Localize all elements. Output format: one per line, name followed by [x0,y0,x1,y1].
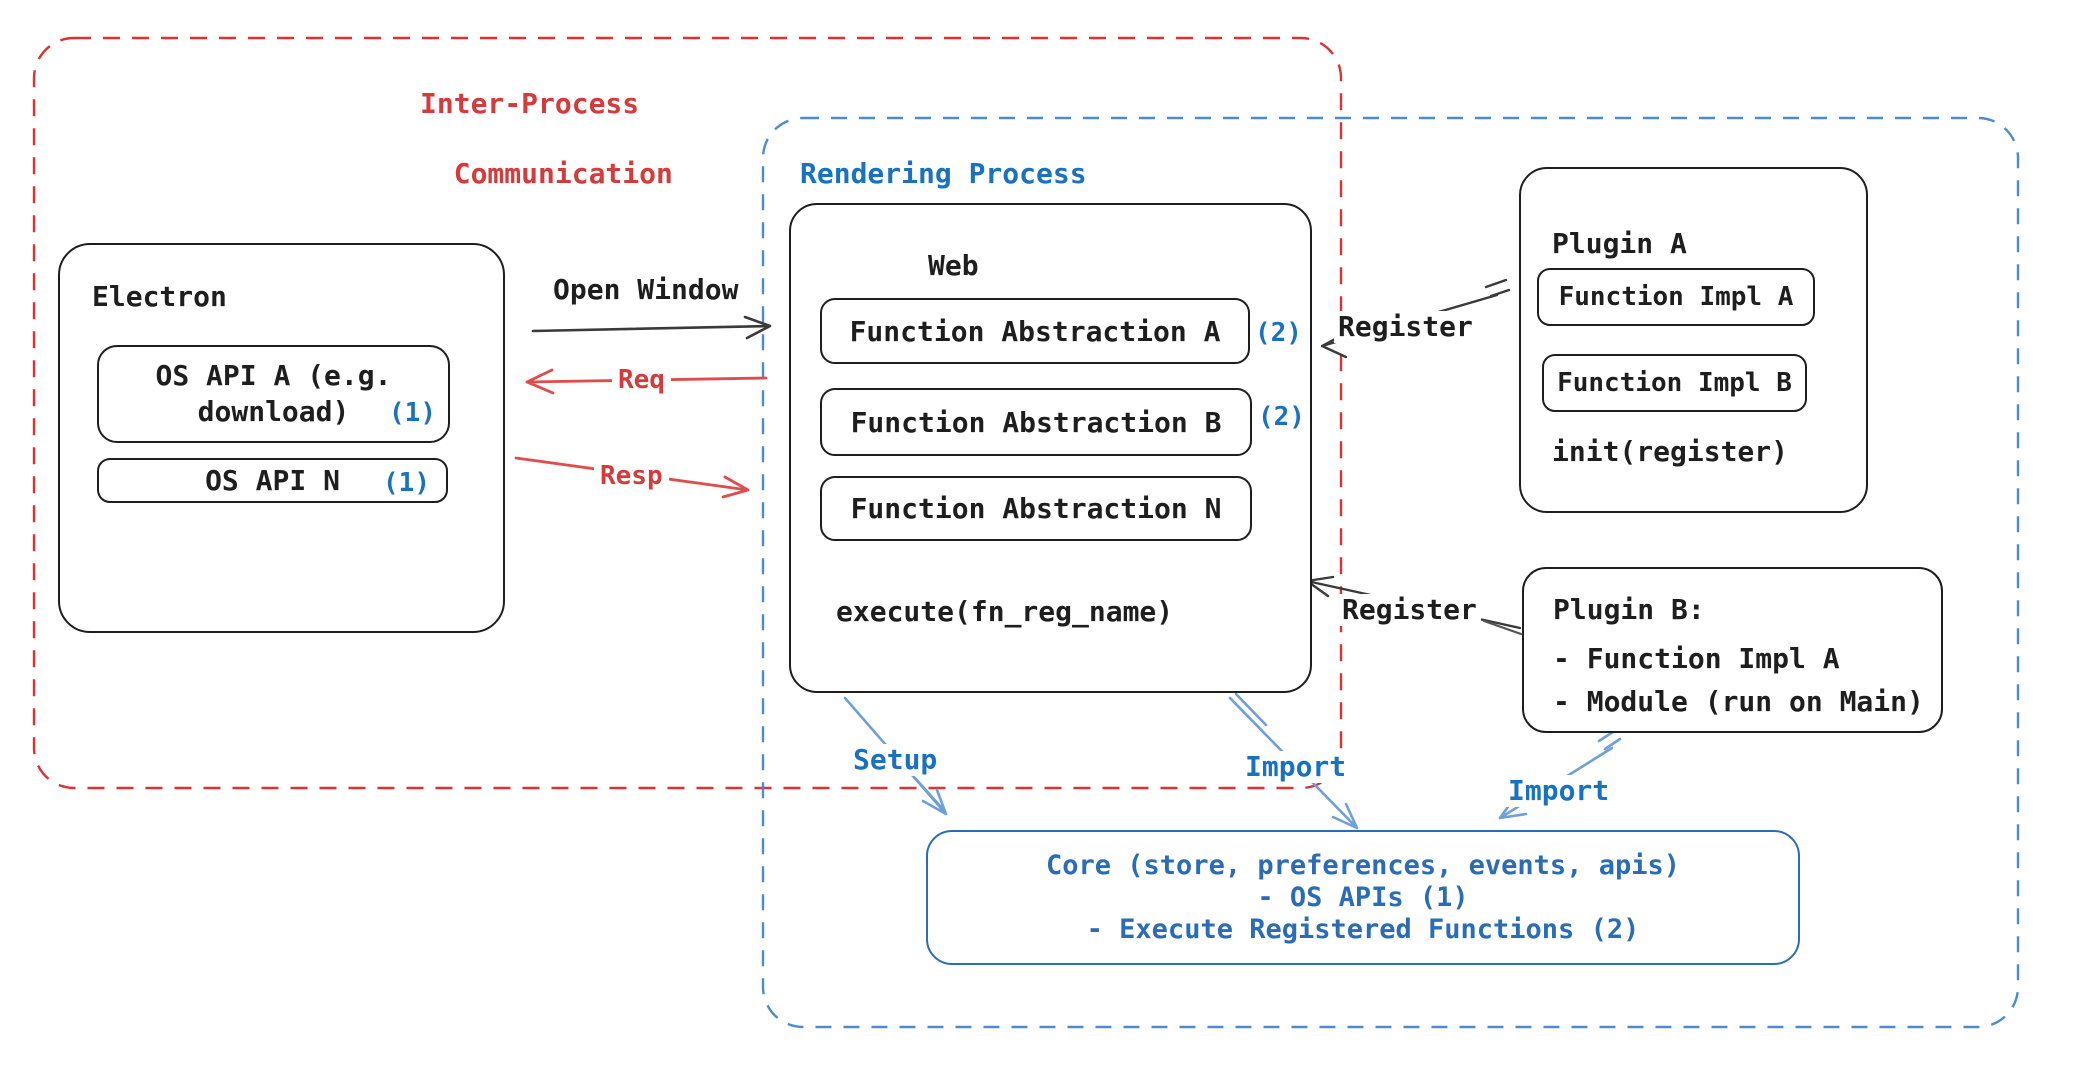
core-line2: - OS APIs (1) [1257,881,1469,913]
req-label: Req [612,365,671,396]
register-pluginb-connector [1482,619,1523,636]
fn-abstraction-b-box: Function Abstraction B [820,388,1252,456]
import-right-label: Import [1504,774,1614,808]
ipc-title-line2: Communication [453,157,673,190]
fn-abstraction-b-label: Function Abstraction B [850,405,1222,439]
core-box: Core (store, preferences, events, apis) … [926,830,1800,965]
init-call-label: init(register) [1552,435,1789,468]
fn-impl-b-box: Function Impl B [1542,354,1807,412]
register-top-label: Register [1334,310,1477,344]
os-api-n-label: OS API N [205,464,340,497]
fn-impl-b-label: Function Impl B [1557,368,1792,398]
os-api-a-box: OS API A (e.g. download) (1) [97,345,450,443]
rendering-region-outline [761,116,2020,1029]
register-bottom-label: Register [1338,593,1481,627]
web-title: Web [928,249,979,282]
plugin-a-title: Plugin A [1552,227,1687,260]
resp-label: Resp [594,461,669,492]
setup-label: Setup [849,743,942,777]
os-api-n-badge: (1) [383,468,430,498]
ipc-region-outline [32,36,1343,790]
fn-impl-a-box: Function Impl A [1537,268,1815,326]
plugin-b-box [1522,567,1943,733]
fn-abstraction-a-label: Function Abstraction A [849,314,1221,348]
import-mid-label: Import [1241,750,1351,784]
execute-call-label: execute(fn_reg_name) [836,595,1174,628]
plugin-b-item2: - Module (run on Main) [1553,685,1924,718]
os-api-n-box: OS API N (1) [97,458,448,503]
fn-impl-a-label: Function Impl A [1558,282,1794,312]
fn-abstraction-n-box: Function Abstraction N [820,476,1252,541]
os-api-a-badge: (1) [389,398,436,428]
fn-abstraction-b-badge: (2) [1258,402,1305,432]
core-line1: Core (store, preferences, events, apis) [1046,849,1680,881]
open-window-arrow [531,315,772,340]
plugin-a-box [1519,167,1868,513]
core-line3: - Execute Registered Functions (2) [1086,913,1640,945]
fn-abstraction-a-box: Function Abstraction A [820,298,1250,364]
open-window-label: Open Window [553,273,739,306]
fn-abstraction-n-label: Function Abstraction N [850,492,1222,525]
fn-abstraction-a-badge: (2) [1255,318,1302,348]
ipc-title-line1: Inter-Process [420,87,640,120]
rendering-region-title: Rendering Process [800,157,1087,190]
os-api-a-line2: download) [197,395,350,428]
ipc-region-title: Inter-Process Communication [420,86,673,191]
plugin-b-item1: - Function Impl A [1553,642,1840,675]
os-api-a-line1: OS API A (e.g. [155,359,392,392]
electron-title: Electron [92,280,227,313]
plugin-b-title: Plugin B: [1553,593,1705,626]
